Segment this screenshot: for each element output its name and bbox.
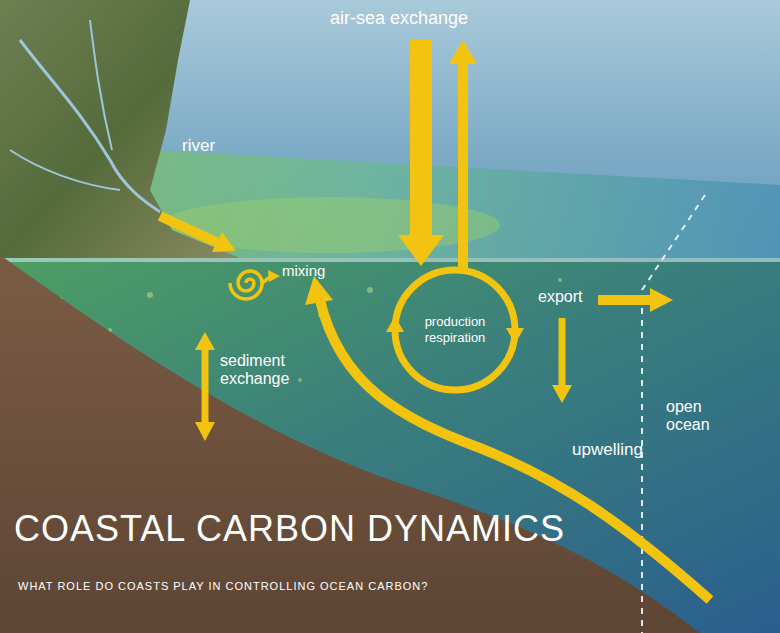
region-label: mixing <box>282 262 325 279</box>
diagram-title: COASTAL CARBON DYNAMICS <box>14 508 565 549</box>
region-label: air-sea exchange <box>330 8 468 29</box>
cycle-label: production respiration <box>412 314 498 345</box>
cycle-circle: production respiration <box>385 260 525 400</box>
diagram-caption: WHAT ROLE DO COASTS PLAY IN CONTROLLING … <box>18 580 428 593</box>
cycle-text: production respiration <box>412 314 498 345</box>
region-label: upwelling <box>572 440 643 460</box>
region-label: open ocean <box>666 398 736 435</box>
region-label: river <box>182 136 215 156</box>
region-label: sediment exchange <box>220 352 300 389</box>
region-label: export <box>538 288 582 306</box>
